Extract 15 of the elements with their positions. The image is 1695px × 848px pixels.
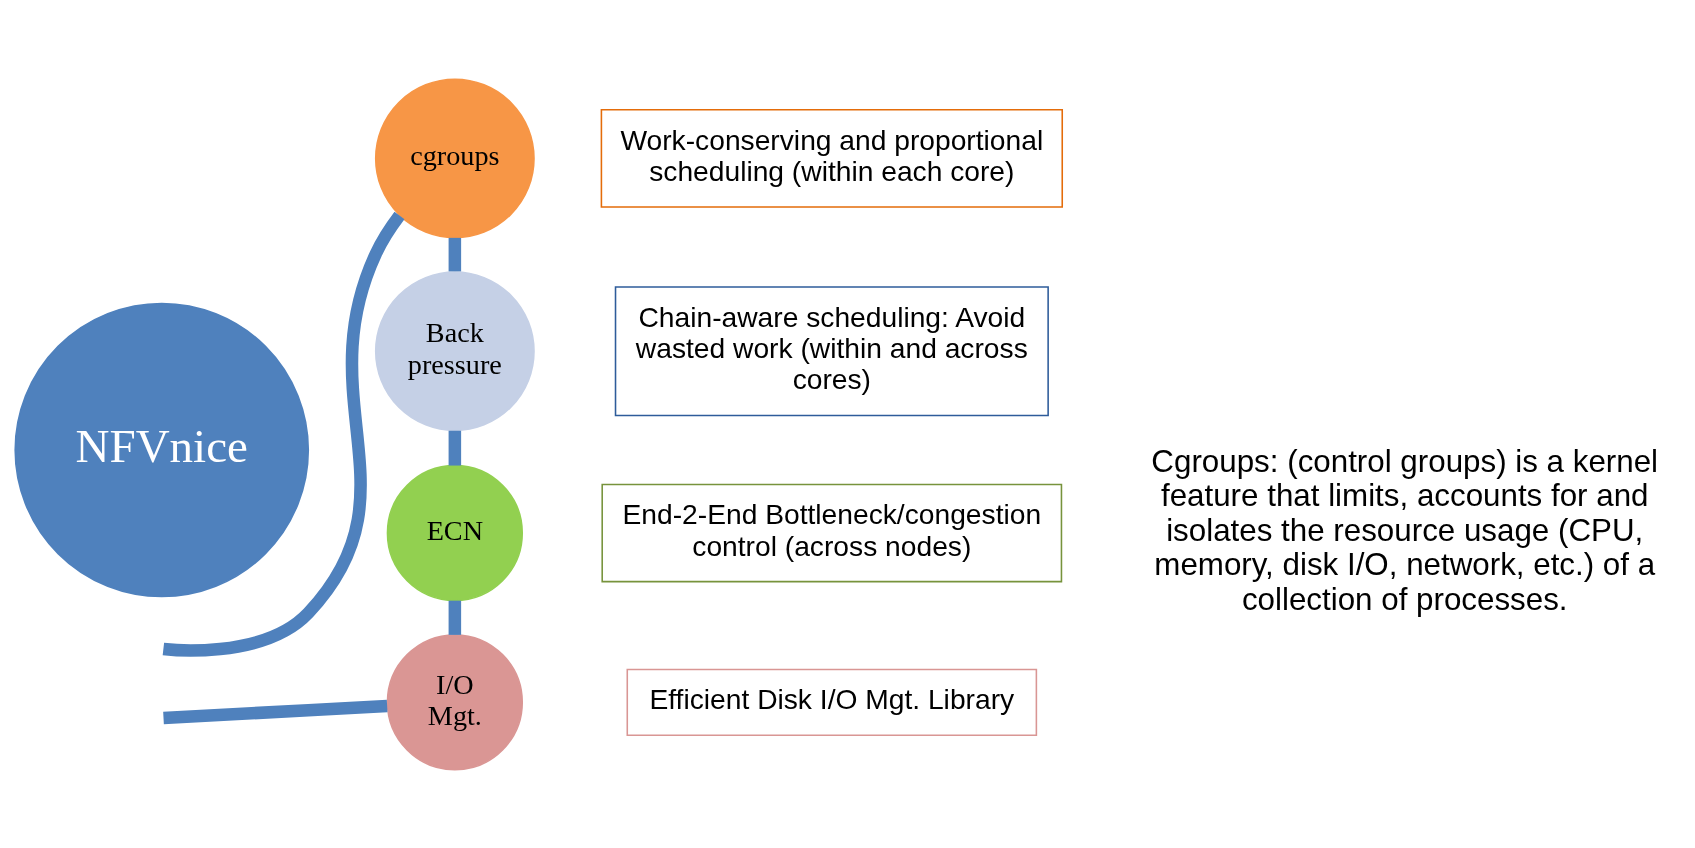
node-circle: NFVnice — [14, 302, 310, 597]
connector — [448, 600, 462, 635]
node-circle: Back pressure — [374, 270, 535, 431]
node-box: End-2-End Bottleneck/congestion control (across nodes) — [601, 483, 1063, 582]
node-circle: I/O Mgt. — [386, 633, 524, 770]
node-box: Chain-aware scheduling: Avoid wasted work (within and across cores) — [614, 285, 1049, 416]
connector — [448, 237, 462, 271]
node-circle: cgroups — [374, 78, 535, 238]
connector — [163, 699, 388, 724]
connector — [162, 211, 405, 657]
node-circle: ECN — [386, 464, 524, 601]
label: Cgroups: (control groups) is a kernel feature that limits, accounts for and isolates the resource usage (CPU, memory, disk I/O, network, etc.) of a collection of processes. — [1151, 443, 1659, 617]
node-box: Work-conserving and proportional scheduling (within each core) — [600, 108, 1064, 208]
connector — [448, 430, 462, 466]
node-box: Efficient Disk I/O Mgt. Library — [626, 668, 1038, 736]
